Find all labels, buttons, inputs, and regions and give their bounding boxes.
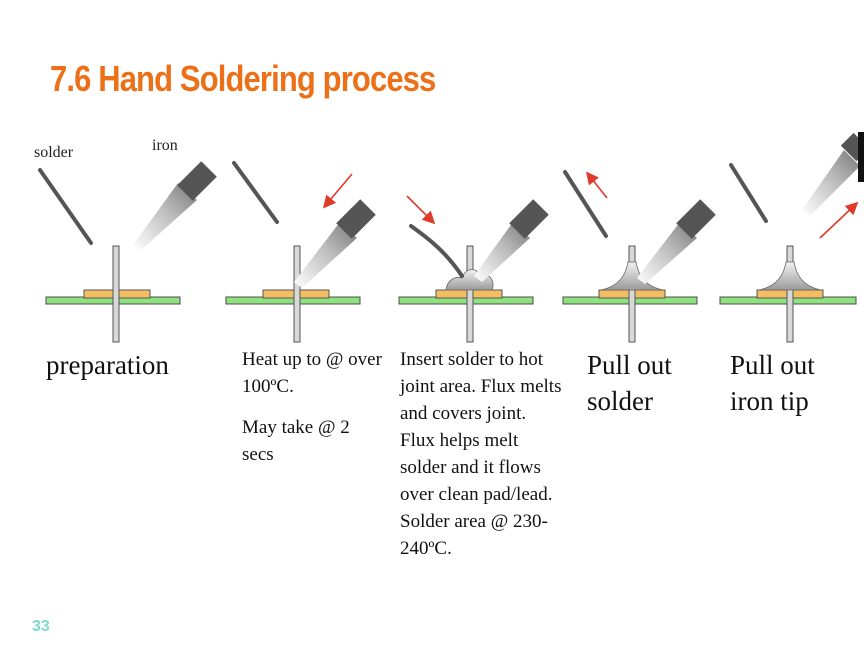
iron-shaft xyxy=(802,150,860,216)
slide-title: 7.6 Hand Soldering process xyxy=(50,58,436,99)
up-arrow xyxy=(586,171,608,199)
iron-shaft xyxy=(294,222,357,288)
step-4-pull-solder-diagram xyxy=(562,170,716,343)
iron-handle xyxy=(336,199,376,239)
down-arrow xyxy=(322,173,353,209)
iron-shaft xyxy=(474,222,530,282)
step-3-caption: Insert solder to hot joint area. Flux me… xyxy=(400,349,562,559)
iron-handle xyxy=(177,161,217,201)
solder-wire xyxy=(38,168,93,245)
solder-joint xyxy=(600,261,664,291)
iron-handle xyxy=(509,199,549,239)
page-number: 33 xyxy=(32,618,50,635)
component-lead xyxy=(786,245,794,343)
up-arrow xyxy=(819,201,859,239)
solder-wire xyxy=(232,161,279,224)
soldering-steps-illustration xyxy=(38,132,864,343)
component-lead xyxy=(466,245,474,343)
solder-label: solder xyxy=(34,144,74,161)
solder-wire xyxy=(563,170,608,238)
step-5-caption: Pull out iron tip xyxy=(730,350,815,416)
component-lead xyxy=(112,245,120,343)
step-4-caption: Pull out solder xyxy=(587,350,672,416)
edge-marker xyxy=(858,132,864,182)
solder-wire xyxy=(409,224,464,278)
solder-wire xyxy=(729,163,768,223)
step-2-heat-diagram xyxy=(225,161,376,343)
component-lead xyxy=(293,245,301,343)
step-2-caption-line1: Heat up to @ over 100ºC. xyxy=(242,349,382,397)
iron-label: iron xyxy=(152,137,178,154)
iron-shaft xyxy=(133,183,197,250)
solder-joint xyxy=(758,261,822,291)
iron-handle xyxy=(676,199,716,239)
step-2-caption-line2: May take @ 2 secs xyxy=(242,417,350,465)
step-3-insert-diagram xyxy=(398,195,549,343)
iron-shaft xyxy=(637,222,697,284)
step-1-caption: preparation xyxy=(46,350,169,380)
step-1-preparation-diagram xyxy=(38,161,217,343)
insert-arrow xyxy=(406,195,436,225)
molten-solder xyxy=(445,269,494,291)
step-2-caption: Heat up to @ over 100ºC. May take @ 2 se… xyxy=(242,346,382,468)
step-5-pull-iron-diagram xyxy=(719,132,864,343)
component-lead xyxy=(628,245,636,343)
